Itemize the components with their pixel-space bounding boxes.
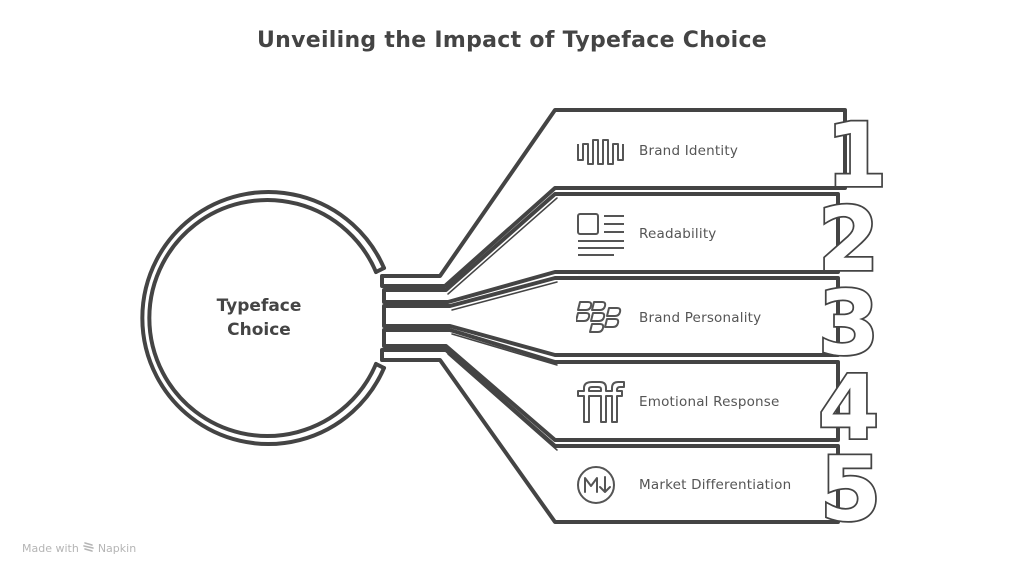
center-circle (140, 190, 386, 446)
ligature-ff-icon (576, 381, 626, 423)
step-number-2: 2 (818, 188, 879, 291)
item-label: Emotional Response (639, 394, 780, 410)
branch-1 (380, 108, 847, 288)
list-item-emotional-response: Emotional Response (576, 381, 780, 423)
blocks-icon (576, 301, 626, 334)
item-label: Readability (639, 226, 717, 242)
center-label-line1: Typeface (216, 296, 302, 316)
footer-brand: Napkin (97, 542, 137, 555)
step-number-4: 4 (818, 356, 879, 459)
list-item-brand-identity: Brand Identity (576, 131, 738, 171)
item-label: Market Differentiation (639, 477, 792, 493)
text-layout-icon (576, 213, 626, 256)
center-label: Typeface Choice (188, 294, 330, 342)
waveform-icon (576, 135, 626, 167)
list-item-brand-personality: Brand Personality (576, 298, 761, 338)
footer-prefix: Made with (22, 542, 79, 555)
step-numbers: 1 2 3 4 5 (816, 102, 889, 543)
center-label-line2: Choice (227, 320, 291, 340)
list-item-readability: Readability (576, 213, 717, 256)
item-label: Brand Identity (639, 143, 739, 159)
branch-5 (380, 348, 840, 524)
branch-4 (382, 328, 840, 442)
step-number-1: 1 (826, 104, 887, 207)
diagram-title: Unveiling the Impact of Typeface Choice (256, 28, 768, 53)
napkin-logo-icon (83, 541, 94, 556)
list-item-market-differentiation: Market Differentiation (576, 465, 791, 505)
step-number-5: 5 (820, 438, 881, 541)
item-label: Brand Personality (639, 310, 762, 326)
step-number-3: 3 (818, 272, 879, 375)
markdown-down-icon (576, 466, 626, 504)
footer-credit: Made with Napkin (22, 541, 136, 556)
